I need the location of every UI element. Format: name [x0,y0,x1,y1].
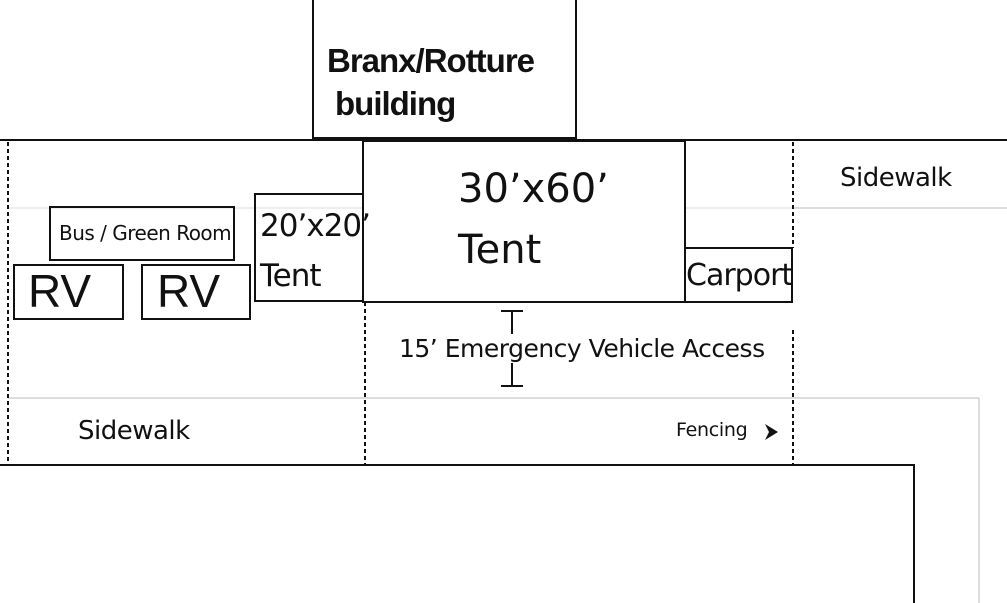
main-tent-size: 30’x60’ [458,166,609,212]
rv1-outline [13,264,124,320]
bus-outline [49,206,235,261]
sidewalk-left-label: Sidewalk [78,416,190,446]
building-label-line1: Branx/Rotture [327,42,535,79]
building-outline [312,0,577,139]
rv2-outline [141,264,251,320]
small-tent-outline [254,193,364,302]
main-tent-label: Tent [458,227,542,273]
chevron-right-icon [765,424,778,440]
carport-label: Carport [686,258,793,293]
sidewalk-right-label: Sidewalk [840,163,952,193]
rv1-label: RV [28,265,92,317]
access-label: 15’ Emergency Vehicle Access [398,334,766,363]
carport-outline [684,247,793,303]
rv2-label: RV [157,265,221,317]
building-label-line2: building [335,85,456,122]
bus-label: Bus / Green Room [59,221,232,245]
small-tent-label: Tent [260,258,322,294]
fencing-label: Fencing [676,419,748,441]
small-tent-size: 20’x20’ [260,208,371,244]
